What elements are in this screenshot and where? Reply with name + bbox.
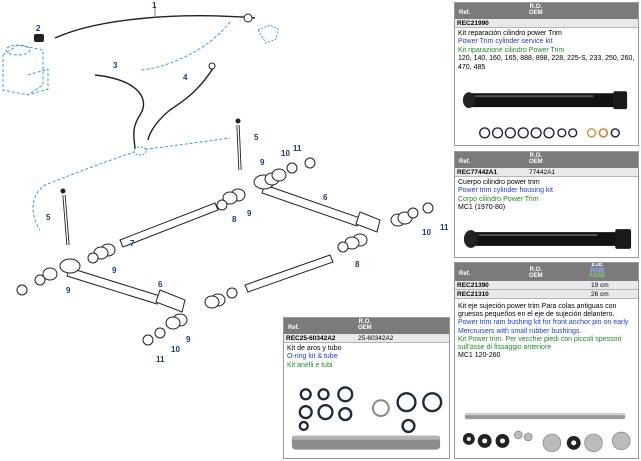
title-en: Power Trim cylinder service kit <box>458 38 553 46</box>
panel-text: Kit de aros y tubo O-ring kit & tube Kit… <box>284 343 449 370</box>
title-en: O-ring kit & tube <box>287 353 338 361</box>
callout-10: 10 <box>281 149 290 158</box>
fitting <box>133 146 147 156</box>
panel-text: Kit reparación cilindro power Trim Power… <box>455 28 638 72</box>
callout-10: 10 <box>171 345 180 354</box>
cap-2 <box>34 34 44 42</box>
ref-code: REC21990 <box>457 20 489 27</box>
product-image-cylinder-kit <box>462 91 628 139</box>
models-list: MC1 (1970-80) <box>458 204 506 212</box>
ref-row: REC21390 19 cm <box>455 281 638 290</box>
panel-header: Ref. R.O.OEM <box>284 318 449 334</box>
title-it: Kit anelli e tubi <box>287 361 333 369</box>
product-image-oring-kit <box>291 386 443 450</box>
header-ro-oem: R.O.OEM <box>529 267 543 279</box>
header-ro-oem: R.O.OEM <box>358 319 372 331</box>
title-it: Kit riparazione cilindro Power Trim <box>458 46 565 54</box>
panel-header: Ref. R.O.OEM <box>455 3 638 19</box>
ref-row: REC21310 26 cm <box>455 290 638 299</box>
header-ref: Ref. <box>459 10 471 16</box>
title-it: Corpo cilindro Power Trim <box>458 195 539 203</box>
ref-row: REC25-60342A2 25-60342A2 <box>284 334 449 343</box>
callout-10: 10 <box>422 228 431 237</box>
text-en: Power trim ram bushing kit for front anc… <box>458 319 629 335</box>
bracket-fitting <box>257 24 279 44</box>
panel-rec25-60342a2: Ref. R.O.OEM REC25-60342A2 25-60342A2 Ki… <box>283 317 450 459</box>
ref-code: REC21310 <box>457 291 489 298</box>
callout-6: 6 <box>158 280 163 289</box>
panel-rec21390: Ref. R.O.OEM EJE RAM ASSE REC21390 19 cm… <box>454 262 639 459</box>
dashed-connection <box>139 21 231 71</box>
product-image-cylinder-housing <box>463 229 632 249</box>
callout-11: 11 <box>156 355 165 364</box>
callout-5: 5 <box>46 213 51 222</box>
fitting <box>243 13 253 23</box>
models-list: MC1 120-260 <box>458 352 501 360</box>
tube-5-right <box>235 118 242 171</box>
header-eje-ram-asse: EJE RAM ASSE <box>589 262 606 279</box>
panel-header: Ref. R.O.OEM <box>455 152 638 168</box>
ref-code: REC25-60342A2 <box>286 335 336 342</box>
length-value: 19 cm <box>591 282 609 289</box>
ref-row: REC77442A1 77442A1 <box>455 168 638 177</box>
callout-9: 9 <box>260 158 265 167</box>
hose-line-1 <box>54 15 256 39</box>
header-ro-oem: R.O.OEM <box>529 4 543 16</box>
cylinder-6-lower <box>59 258 186 313</box>
callout-9: 9 <box>186 335 191 344</box>
tube-5-left <box>60 188 70 246</box>
callout-5: 5 <box>254 133 259 142</box>
product-image-bushing-kit <box>462 413 631 453</box>
text-it: Kit Power trim. Per vecchie piedi con pi… <box>458 335 622 352</box>
hose-line-3 <box>94 74 145 151</box>
header-ref: Ref. <box>288 325 300 331</box>
pump-unit-outline <box>2 44 49 96</box>
panel-header: Ref. R.O.OEM EJE RAM ASSE <box>455 263 638 281</box>
ref-row: REC21990 <box>455 19 638 28</box>
callout-1: 1 <box>152 1 157 10</box>
callout-11: 11 <box>440 223 449 232</box>
length-value: 26 cm <box>591 291 609 298</box>
callout-8: 8 <box>232 215 237 224</box>
ref-code: REC21390 <box>457 282 489 289</box>
fitting <box>208 62 216 70</box>
callout-9: 9 <box>112 266 117 275</box>
panel-rec21990: Ref. R.O.OEM REC21990 Kit reparación cil… <box>454 2 639 146</box>
panel-text: Kit eje sujeción power trim Para colas a… <box>455 299 638 360</box>
panel-rec77442a1: Ref. R.O.OEM REC77442A1 77442A1 Cuerpo c… <box>454 151 639 258</box>
models-list: 120, 140, 160, 165, 888, 898, 228, 225-S… <box>458 55 635 71</box>
callout-9: 9 <box>66 286 71 295</box>
oem-code: 77442A1 <box>529 169 556 176</box>
text-es: Kit eje sujeción power trim Para colas a… <box>458 303 617 319</box>
callout-3: 3 <box>113 61 118 70</box>
hose-line-4 <box>147 64 216 141</box>
title-es: Kit reparación cilindro power Trim <box>458 30 562 37</box>
ref-code: REC77442A1 <box>457 169 498 176</box>
header-ref: Ref. <box>459 271 471 277</box>
title-en: Power trim cylinder housing kit <box>458 187 553 195</box>
bushing-set <box>16 157 434 346</box>
header-ref: Ref. <box>459 159 471 165</box>
callout-6: 6 <box>323 193 328 202</box>
callout-8: 8 <box>355 260 360 269</box>
cylinder-rod-lower <box>244 254 334 293</box>
title-es: Kit de aros y tubo <box>287 345 342 352</box>
cylinder-rod-upper <box>119 202 219 248</box>
dashed-connection <box>139 137 231 151</box>
callout-7: 7 <box>130 239 135 248</box>
panel-text: Cuerpo cilindro power trim Power trim cy… <box>455 177 638 213</box>
header-ro-oem: R.O.OEM <box>529 153 543 165</box>
callout-2: 2 <box>36 24 41 33</box>
dashed-connection <box>32 149 141 231</box>
callout-9: 9 <box>247 209 252 218</box>
title-es: Cuerpo cilindro power trim <box>458 179 540 186</box>
callout-4: 4 <box>183 73 188 82</box>
callout-11: 11 <box>293 144 302 153</box>
oem-code: 25-60342A2 <box>358 335 394 342</box>
